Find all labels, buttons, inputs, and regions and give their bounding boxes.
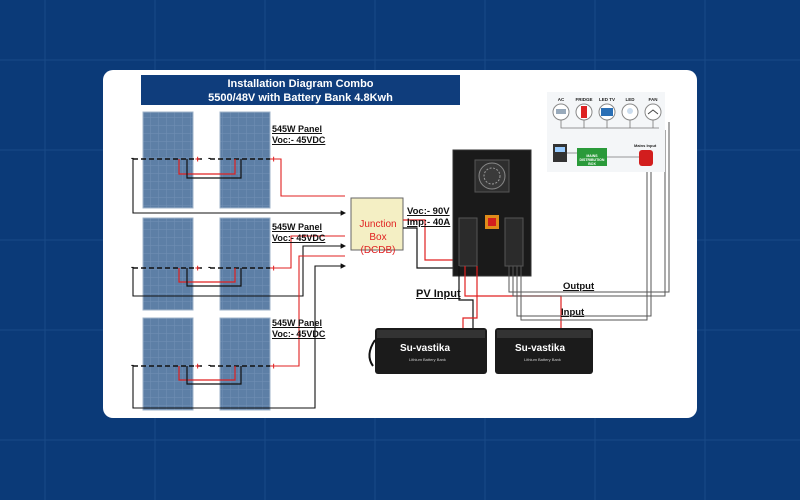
solar-panel-row-3: + + - -	[131, 317, 276, 411]
svg-text:+: +	[195, 154, 200, 164]
panel-3-voc: Voc:- 45VDC	[272, 329, 326, 339]
input-label: Input	[561, 307, 585, 318]
panel-2-voc: Voc:- 45VDC	[272, 233, 326, 243]
panel-3-watt: 545W Panel	[272, 318, 323, 328]
junction-box-label: Junction Box (DCDB)	[353, 218, 403, 257]
panel-1-voc: Voc:- 45VDC	[272, 135, 326, 145]
panel-2-watt: 545W Panel	[272, 222, 323, 232]
panel-label-row-3: 545W Panel Voc:- 45VDC	[272, 318, 325, 340]
svg-text:-: -	[131, 153, 134, 163]
appliance-label-led: LED	[625, 97, 635, 102]
svg-text:-: -	[208, 262, 211, 272]
distribution-box-label: MAINS DISTRIBUTION BOX	[579, 154, 605, 166]
svg-text:-: -	[131, 360, 134, 370]
svg-text:-: -	[131, 262, 134, 272]
solar-panel-row-2: + + - -	[131, 217, 276, 311]
wiring-diagram: + + - - + + - - + + -	[131, 92, 670, 411]
output-label: Output	[563, 281, 595, 292]
appliance-label-led-tv: LED TV	[598, 97, 615, 102]
battery-bank	[368, 328, 593, 374]
svg-text:-: -	[208, 360, 211, 370]
solar-panel-row-1: + + - -	[131, 111, 276, 209]
junction-imp: Imp:- 40A	[407, 217, 451, 228]
diagram-card: Installation Diagram Combo 5500/48V with…	[103, 70, 697, 418]
junction-box-line-2: Box	[369, 232, 387, 243]
junction-box-spec: Voc:- 90V Imp:- 40A	[407, 206, 450, 228]
svg-text:+: +	[195, 263, 200, 273]
junction-box	[350, 197, 404, 251]
appliance-label-ac: AC	[557, 97, 565, 102]
title-line-2: 5500/48V with Battery Bank 4.8Kwh	[208, 92, 393, 104]
mains-input-label: Mains Input	[634, 143, 657, 148]
junction-voc: Voc:- 90V	[407, 206, 450, 217]
panel-label-row-2: 545W Panel Voc:- 45VDC	[272, 222, 325, 244]
svg-text:-: -	[208, 153, 211, 163]
junction-box-line-3: (DCDB)	[360, 245, 396, 256]
ac-wires	[508, 122, 670, 321]
string-wires	[132, 158, 347, 409]
title-line-1: Installation Diagram Combo	[227, 78, 374, 90]
diagram-title: Installation Diagram Combo 5500/48V with…	[141, 75, 460, 105]
pv-input-label: PV Input	[416, 288, 461, 300]
battery-2-sub: Lithium Battery Bank	[524, 357, 561, 362]
battery-1-brand: Su-vastika	[400, 343, 451, 354]
panel-1-watt: 545W Panel	[272, 124, 323, 134]
appliance-panel	[547, 92, 665, 172]
battery-1-sub: Lithium Battery Bank	[409, 357, 446, 362]
appliance-label-fan: FAN	[648, 97, 658, 102]
svg-text:+: +	[195, 361, 200, 371]
appliance-label-fridge: FRIDGE	[575, 97, 593, 102]
junction-box-line-1: Junction	[359, 219, 397, 230]
inverter	[452, 149, 532, 277]
battery-2-brand: Su-vastika	[515, 343, 566, 354]
panel-label-row-1: 545W Panel Voc:- 45VDC	[272, 124, 325, 146]
